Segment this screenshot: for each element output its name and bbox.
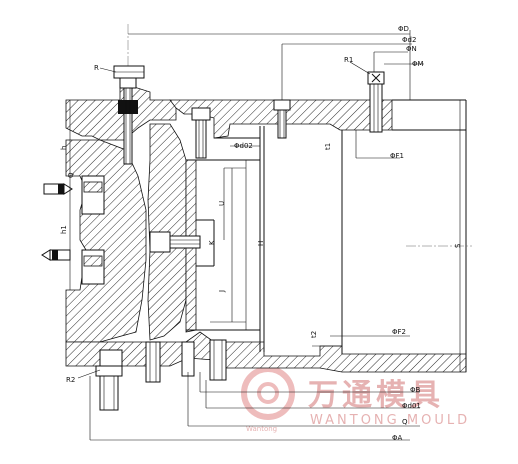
dim-J: J bbox=[218, 290, 226, 293]
bolts bbox=[81, 65, 385, 411]
leader-labels: R R1 R2 bbox=[66, 56, 371, 384]
dim-d01: Φd01 bbox=[402, 402, 421, 410]
dim-B: ΦB bbox=[410, 386, 421, 394]
label-R2: R2 bbox=[66, 376, 75, 384]
vertical-dimensions: h h1 U K H J S Q bbox=[60, 100, 462, 372]
dim-Q: Q bbox=[402, 418, 408, 426]
dim-d2: Φd2 bbox=[402, 36, 416, 44]
watermark-title: 万通模具 bbox=[308, 378, 444, 413]
bottom-plate bbox=[65, 331, 467, 373]
dim-A: ΦA bbox=[392, 434, 403, 442]
direction-arrows bbox=[41, 183, 73, 261]
label-R1: R1 bbox=[344, 56, 353, 64]
cam-block bbox=[65, 139, 147, 343]
label-R: R bbox=[94, 64, 99, 72]
watermark: 万通模具 WANTONG MOULD Wantong bbox=[241, 366, 470, 433]
watermark-subtitle: WANTONG MOULD bbox=[310, 413, 470, 428]
bottom-dimensions: ΦF2 t2 ΦB Φd01 Q ΦA bbox=[89, 328, 421, 442]
dim-K: K bbox=[208, 240, 216, 245]
dim-F1: ΦF1 bbox=[390, 152, 404, 160]
dim-h1: h1 bbox=[60, 225, 68, 234]
dim-h: h bbox=[60, 146, 68, 150]
dim-S: S bbox=[454, 243, 462, 248]
dim-t2: t2 bbox=[310, 331, 318, 338]
top-dimensions: ΦD Φd2 ΦN ΦM Φd02 ΦF1 t1 bbox=[128, 25, 424, 160]
dim-t1: t1 bbox=[324, 143, 332, 150]
dim-F2: ΦF2 bbox=[392, 328, 406, 336]
watermark-logo-icon bbox=[241, 366, 295, 420]
dim-D: ΦD bbox=[398, 25, 409, 33]
watermark-small: Wantong bbox=[246, 425, 277, 433]
dim-M: ΦM bbox=[412, 60, 424, 68]
dim-N: ΦN bbox=[406, 45, 417, 53]
dim-d02: Φd02 bbox=[234, 142, 253, 150]
dim-H: H bbox=[257, 241, 265, 246]
cavity-outline bbox=[127, 24, 472, 372]
dim-Q: Q bbox=[67, 172, 75, 178]
dim-U: U bbox=[218, 201, 226, 206]
